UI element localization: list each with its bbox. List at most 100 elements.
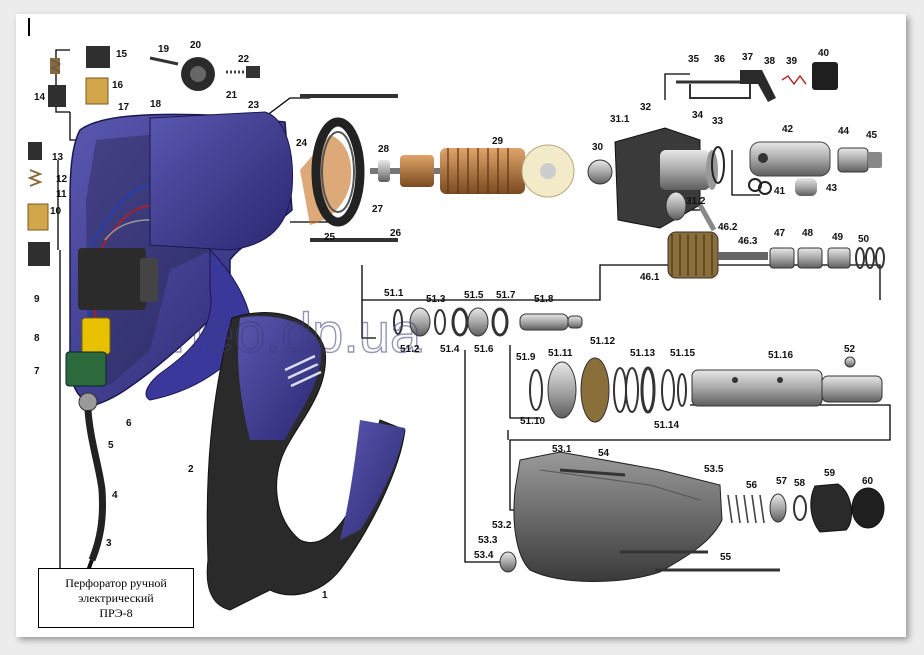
label-48: 48 [802,228,814,239]
label-59: 59 [824,468,836,479]
label-51-10: 51.10 [520,416,545,427]
label-46-1: 46.1 [640,272,660,283]
label-31-1: 31.1 [610,114,630,125]
label-46-3: 46.3 [738,236,758,247]
label-39: 39 [786,56,798,67]
watermark: neo.dp.ua [172,301,422,364]
label-53-4: 53.4 [474,550,494,561]
label-53-2: 53.2 [492,520,512,531]
label-25: 25 [324,232,336,243]
label-51-11: 51.11 [548,348,573,359]
label-52: 52 [844,344,856,355]
label-13: 13 [52,152,64,163]
motor-rear-parts [149,56,260,91]
label-30: 30 [592,142,604,153]
label-51-12: 51.12 [590,336,615,347]
chuck-parts [727,483,885,533]
label-51-15: 51.15 [670,348,695,359]
stator-ring [311,117,365,227]
label-51-8: 51.8 [534,294,554,305]
label-51-6: 51.6 [474,344,494,355]
label-51-5: 51.5 [464,290,484,301]
label-5: 5 [108,440,114,451]
label-22: 22 [238,54,250,65]
switch-block [78,248,146,310]
label-51-13: 51.13 [630,348,655,359]
title-line-3: ПРЭ-8 [99,605,133,620]
label-6: 6 [126,418,132,429]
label-46-2: 46.2 [718,222,738,233]
label-53-5: 53.5 [704,464,724,475]
label-29: 29 [492,136,504,147]
label-34: 34 [692,110,704,121]
label-28: 28 [378,144,390,155]
label-2: 2 [188,464,194,475]
title-line-1: Перфоратор ручной [65,575,167,590]
trigger [140,258,158,302]
label-11: 11 [56,189,67,200]
label-50: 50 [858,234,870,245]
capacitor [81,317,111,355]
label-1: 1 [322,590,328,601]
label-26: 26 [390,228,402,239]
label-53-3: 53.3 [478,535,498,546]
cord-grommet [78,392,98,412]
label-12: 12 [56,174,68,185]
label-49: 49 [832,232,844,243]
label-17: 17 [118,102,130,113]
motor-housing [149,111,294,251]
label-47: 47 [774,228,786,239]
label-40: 40 [818,48,830,59]
label-14: 14 [34,92,46,103]
label-57: 57 [776,476,788,487]
label-27: 27 [372,204,384,215]
spindle-tube [748,141,882,196]
label-55: 55 [720,552,732,563]
mode-selector-parts [676,62,838,102]
label-31-2: 31.2 [686,196,706,207]
armature [370,144,613,198]
label-58: 58 [794,478,806,489]
label-35: 35 [688,54,700,65]
part-labels: 1 2 3 4 5 6 7 8 9 10 11 12 13 14 15 16 1… [34,40,878,601]
title-line-2: электрический [78,590,154,605]
label-19: 19 [158,44,170,55]
label-37: 37 [742,52,754,63]
title-box: Перфоратор ручной электрический ПРЭ-8 [38,568,194,628]
label-51-16: 51.16 [768,350,793,361]
front-housing [499,451,780,582]
label-51-1: 51.1 [384,288,404,299]
label-7: 7 [34,366,40,377]
label-8: 8 [34,333,40,344]
label-16: 16 [112,80,124,91]
label-51-3: 51.3 [426,294,446,305]
label-56: 56 [746,480,758,491]
label-23: 23 [248,100,260,111]
label-51-7: 51.7 [496,290,516,301]
label-4: 4 [112,490,118,501]
label-10: 10 [50,206,62,217]
barrel-row-1 [393,307,583,337]
label-53-1: 53.1 [552,444,572,455]
label-9: 9 [34,294,40,305]
label-15: 15 [116,49,128,60]
label-18: 18 [150,99,162,110]
label-20: 20 [190,40,202,51]
corner-mark [28,18,30,36]
label-33: 33 [712,116,724,127]
gear-shaft [665,191,885,279]
label-44: 44 [838,126,850,137]
label-45: 45 [866,130,878,141]
label-43: 43 [826,183,838,194]
label-24: 24 [296,138,308,149]
label-21: 21 [226,90,238,101]
label-51-2: 51.2 [400,344,420,355]
label-41: 41 [774,186,786,197]
label-36: 36 [714,54,726,65]
label-3: 3 [106,538,112,549]
control-board [65,351,107,387]
cord-sleeve [84,409,106,562]
brush-parts [27,46,110,266]
label-38: 38 [764,56,776,67]
